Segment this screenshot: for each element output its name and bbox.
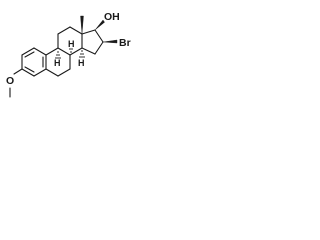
methoxy-oxygen-label: O <box>6 75 14 87</box>
hydroxyl-group: OH <box>94 11 120 31</box>
ring-a <box>21 47 47 77</box>
methoxy-group: O <box>6 68 23 98</box>
ring-d <box>81 29 104 55</box>
estradiol-derivative-structure: O OH Br H <box>6 11 131 98</box>
h-9-group: H <box>54 51 61 68</box>
h-14-label: H <box>78 58 85 68</box>
angular-methyl <box>80 15 84 35</box>
h-8-label: H <box>68 39 75 49</box>
h-8-group: H <box>68 39 75 53</box>
ring-c <box>57 26 83 56</box>
h-14-group: H <box>78 50 85 68</box>
bromine-group: Br <box>102 37 131 49</box>
hydroxyl-label: OH <box>104 11 120 23</box>
ring-b <box>45 47 71 77</box>
bromine-label: Br <box>119 37 131 49</box>
h-9-label: H <box>54 58 61 68</box>
